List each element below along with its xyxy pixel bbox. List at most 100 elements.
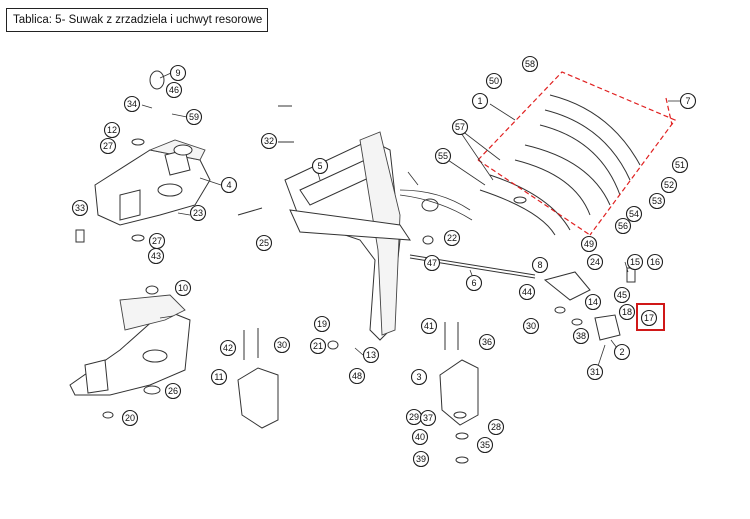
- callout-circle: [478, 333, 496, 351]
- callout-circle: [618, 303, 636, 321]
- callout-circle: [185, 108, 203, 126]
- callout-number: 18: [622, 307, 632, 317]
- callout-3: 3: [410, 368, 428, 386]
- callout-11: 11: [210, 368, 228, 386]
- callout-circle: [531, 256, 549, 274]
- callout-45: 45: [613, 286, 631, 304]
- callout-number: 7: [685, 96, 690, 106]
- callout-circle: [613, 343, 631, 361]
- callout-39: 39: [412, 450, 430, 468]
- bracket-assembly-top: [94, 70, 211, 226]
- callout-14: 14: [584, 293, 602, 311]
- callout-25: 25: [255, 234, 273, 252]
- callout-16: 16: [646, 253, 664, 271]
- callout-number: 34: [127, 99, 137, 109]
- callout-29: 29: [405, 408, 423, 426]
- callout-circle: [640, 309, 658, 327]
- callout-circle: [626, 253, 644, 271]
- callout-27: 27: [148, 232, 166, 250]
- callout-37: 37: [419, 409, 437, 427]
- callout-number: 58: [525, 59, 535, 69]
- callout-28: 28: [487, 418, 505, 436]
- callout-circle: [165, 81, 183, 99]
- callout-number: 17: [644, 313, 654, 323]
- callout-circle: [313, 315, 331, 333]
- callout-number: 54: [629, 209, 639, 219]
- callout-circle: [99, 137, 117, 155]
- callout-number: 50: [489, 76, 499, 86]
- callout-18: 18: [618, 303, 636, 321]
- callout-number: 48: [352, 371, 362, 381]
- pins: [75, 105, 636, 360]
- callout-46: 46: [165, 81, 183, 99]
- callout-1: 1: [471, 92, 489, 110]
- callout-30: 30: [522, 317, 540, 335]
- callout-number: 27: [103, 141, 113, 151]
- callout-50: 50: [485, 72, 503, 90]
- callout-circle: [169, 64, 187, 82]
- callout-number: 32: [264, 136, 274, 146]
- callout-40: 40: [411, 428, 429, 446]
- callout-circle: [71, 199, 89, 217]
- callout-circle: [103, 121, 121, 139]
- callout-circle: [362, 346, 380, 364]
- callout-circle: [309, 337, 327, 355]
- callout-circle: [348, 367, 366, 385]
- callout-number: 8: [537, 260, 542, 270]
- callout-circle: [572, 327, 590, 345]
- callout-number: 4: [226, 180, 231, 190]
- callout-circle: [123, 95, 141, 113]
- callout-number: 38: [576, 331, 586, 341]
- callout-number: 31: [590, 367, 600, 377]
- callout-number: 21: [313, 341, 323, 351]
- callout-circle: [451, 118, 469, 136]
- callout-57: 57: [451, 118, 469, 136]
- callout-number: 1: [477, 96, 482, 106]
- callout-circle: [648, 192, 666, 210]
- callout-number: 56: [618, 221, 628, 231]
- callout-35: 35: [476, 436, 494, 454]
- callout-49: 49: [580, 235, 598, 253]
- callout-circle: [580, 235, 598, 253]
- callout-21: 21: [309, 337, 327, 355]
- callout-8: 8: [531, 256, 549, 274]
- callout-circle: [260, 132, 278, 150]
- callout-circle: [465, 274, 483, 292]
- callout-56: 56: [614, 217, 632, 235]
- callout-number: 55: [438, 151, 448, 161]
- callout-number: 47: [427, 258, 437, 268]
- callout-12: 12: [103, 121, 121, 139]
- callout-number: 45: [617, 290, 627, 300]
- callout-circle: [485, 72, 503, 90]
- callout-number: 27: [152, 236, 162, 246]
- callout-7: 7: [679, 92, 697, 110]
- callout-number: 12: [107, 125, 117, 135]
- callout-number: 23: [193, 208, 203, 218]
- callout-circle: [660, 176, 678, 194]
- leaf-spring-set: [479, 94, 641, 236]
- callout-number: 22: [447, 233, 457, 243]
- callout-number: 40: [415, 432, 425, 442]
- callout-31: 31: [586, 363, 604, 381]
- callout-number: 57: [455, 122, 465, 132]
- callout-circle: [174, 279, 192, 297]
- callout-30: 30: [273, 336, 291, 354]
- callout-circle: [411, 428, 429, 446]
- callout-circle: [434, 147, 452, 165]
- callout-54: 54: [625, 205, 643, 223]
- callout-number: 49: [584, 239, 594, 249]
- callout-number: 42: [223, 343, 233, 353]
- callout-circle: [646, 253, 664, 271]
- callout-22: 22: [443, 229, 461, 247]
- callout-number: 53: [652, 196, 662, 206]
- callout-10: 10: [174, 279, 192, 297]
- callout-circle: [476, 436, 494, 454]
- callout-circle: [671, 156, 689, 174]
- callout-number: 9: [175, 68, 180, 78]
- callout-13: 13: [362, 346, 380, 364]
- shackle-assemblies: [102, 138, 621, 464]
- callout-19: 19: [313, 315, 331, 333]
- callout-number: 28: [491, 422, 501, 432]
- callout-circle: [147, 247, 165, 265]
